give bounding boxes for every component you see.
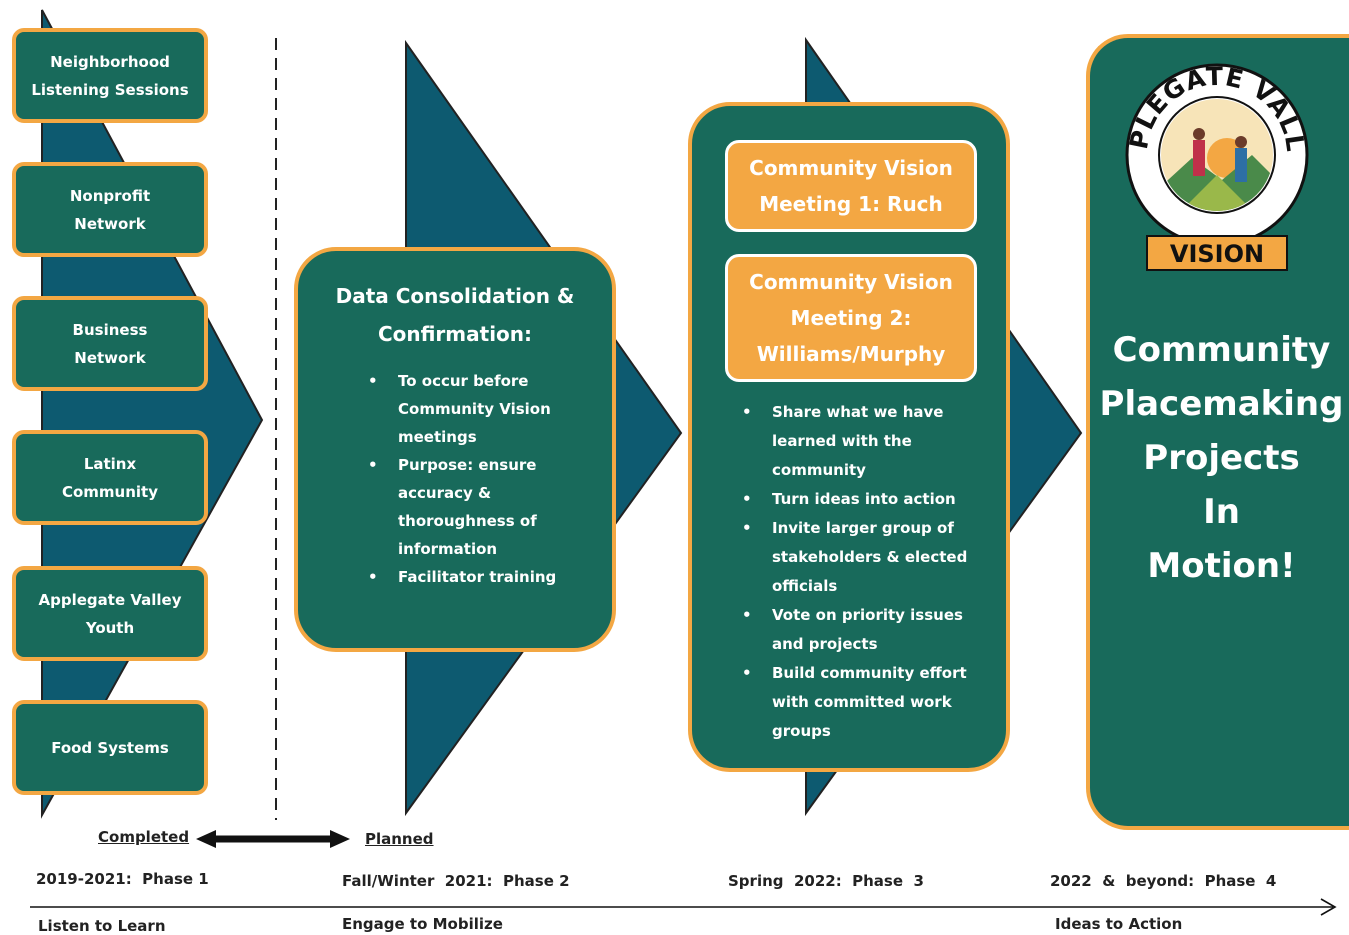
- timeline-stage-label: Listen to Learn: [38, 917, 166, 935]
- phase4-line: Projects: [1143, 438, 1300, 478]
- phase3-box: Community Vision Meeting 1: Ruch Communi…: [688, 102, 1010, 772]
- phase4-text: Community Placemaking Projects In Motion…: [1090, 323, 1349, 593]
- applegate-valley-vision-logo: APPLEGATE VALLEY VISION: [1117, 40, 1309, 271]
- phase2-title-line1: Data Consolidation &: [335, 284, 575, 308]
- phase1-label: Nonprofit Network: [69, 186, 151, 233]
- phase1-box-neighborhood: Neighborhood Listening Sessions: [12, 28, 208, 123]
- phase2-bullet: Facilitator training: [368, 563, 578, 591]
- phase2-title: Data Consolidation & Confirmation:: [298, 277, 612, 353]
- timeline-phase-label: Spring 2022: Phase 3: [728, 872, 924, 890]
- meeting1-line1: Community Vision: [749, 156, 953, 180]
- phase1-arrow: [41, 9, 264, 819]
- meeting2-line2: Meeting 2:: [790, 306, 912, 330]
- phase4-line: Placemaking: [1099, 384, 1344, 424]
- phase2-bullet: To occur before Community Vision meeting…: [368, 367, 578, 451]
- timeline-phase-label: 2022 & beyond: Phase 4: [1050, 872, 1277, 890]
- phase4-box: APPLEGATE VALLEY VISION Community Placem…: [1086, 34, 1349, 830]
- phase1-box-latinx: Latinx Community: [12, 430, 208, 525]
- phase1-box-food: Food Systems: [12, 700, 208, 795]
- phase1-label: Food Systems: [51, 738, 169, 757]
- phase1-label: Neighborhood Listening Sessions: [31, 52, 189, 99]
- phase3-bullet: Vote on priority issues and projects: [742, 601, 978, 659]
- phase3-bullet: Invite larger group of stakeholders & el…: [742, 514, 978, 601]
- phase3-bullets: Share what we have learned with the comm…: [742, 398, 978, 746]
- timeline-arrow: [30, 898, 1337, 916]
- phase4-line: Motion!: [1147, 546, 1296, 586]
- meeting1-line2: Meeting 1: Ruch: [759, 192, 943, 216]
- phase3-bullet: Build community effort with committed wo…: [742, 659, 978, 746]
- phase1-box-nonprofit: Nonprofit Network: [12, 162, 208, 257]
- timeline-phase-label: 2019-2021: Phase 1: [36, 870, 209, 888]
- phase4-line: In: [1203, 492, 1240, 532]
- timeline-stage-label: Engage to Mobilize: [342, 915, 503, 933]
- meeting2-line3: Williams/Murphy: [756, 342, 946, 366]
- legend-planned: Planned: [365, 830, 434, 848]
- legend-completed: Completed: [98, 828, 190, 846]
- phase1-label: Business Network: [72, 320, 148, 367]
- phase1-box-business: Business Network: [12, 296, 208, 391]
- double-arrow-icon: [196, 830, 350, 848]
- phase3-bullet: Turn ideas into action: [742, 485, 978, 514]
- phase2-bullet: Purpose: ensure accuracy & thoroughness …: [368, 451, 578, 563]
- phase3-bullet: Share what we have learned with the comm…: [742, 398, 978, 485]
- phase2-bullets: To occur before Community Vision meeting…: [368, 367, 578, 591]
- phase2-box: Data Consolidation & Confirmation: To oc…: [294, 247, 616, 652]
- timeline-stage-label: Ideas to Action: [1055, 915, 1183, 933]
- logo-banner-text: VISION: [1170, 240, 1264, 268]
- phase1-label: Latinx Community: [61, 454, 159, 501]
- phase2-title-line2: Confirmation:: [377, 322, 533, 346]
- phase4-line: Community: [1112, 330, 1331, 370]
- phase1-box-youth: Applegate Valley Youth: [12, 566, 208, 661]
- meeting2-box: Community Vision Meeting 2: Williams/Mur…: [725, 254, 977, 382]
- timeline-phase-label: Fall/Winter 2021: Phase 2: [342, 872, 570, 890]
- phase1-label: Applegate Valley Youth: [38, 590, 182, 637]
- meeting2-line1: Community Vision: [749, 270, 953, 294]
- meeting1-box: Community Vision Meeting 1: Ruch: [725, 140, 977, 232]
